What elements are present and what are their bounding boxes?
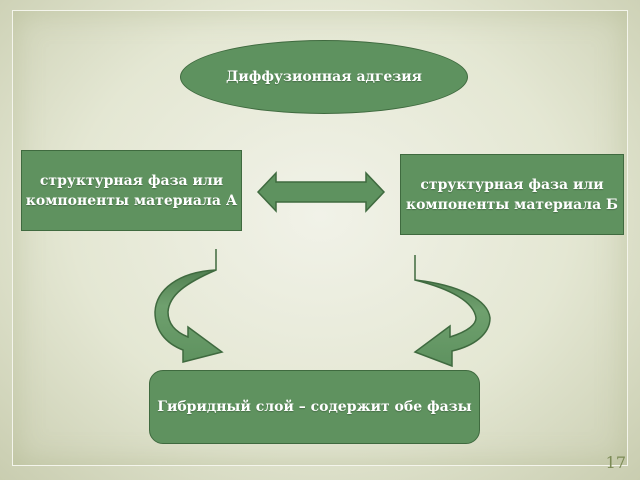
material-b-box: структурная фаза или компоненты материал… xyxy=(400,154,624,235)
hybrid-layer-box: Гибридный слой – содержит обе фазы xyxy=(149,370,480,444)
title-ellipse: Диффузионная адгезия xyxy=(180,40,468,114)
page-number: 17 xyxy=(605,453,626,472)
title-text: Диффузионная адгезия xyxy=(225,69,423,85)
slide-frame xyxy=(12,10,628,466)
material-a-text: структурная фаза или компоненты материал… xyxy=(25,172,238,209)
hybrid-layer-text: Гибридный слой – содержит обе фазы xyxy=(157,399,472,415)
material-b-text: структурная фаза или компоненты материал… xyxy=(405,176,619,213)
curved-arrow-right xyxy=(413,255,491,368)
curved-arrow-left xyxy=(154,249,224,363)
double-arrow xyxy=(256,171,386,213)
material-a-box: структурная фаза или компоненты материал… xyxy=(21,150,242,231)
